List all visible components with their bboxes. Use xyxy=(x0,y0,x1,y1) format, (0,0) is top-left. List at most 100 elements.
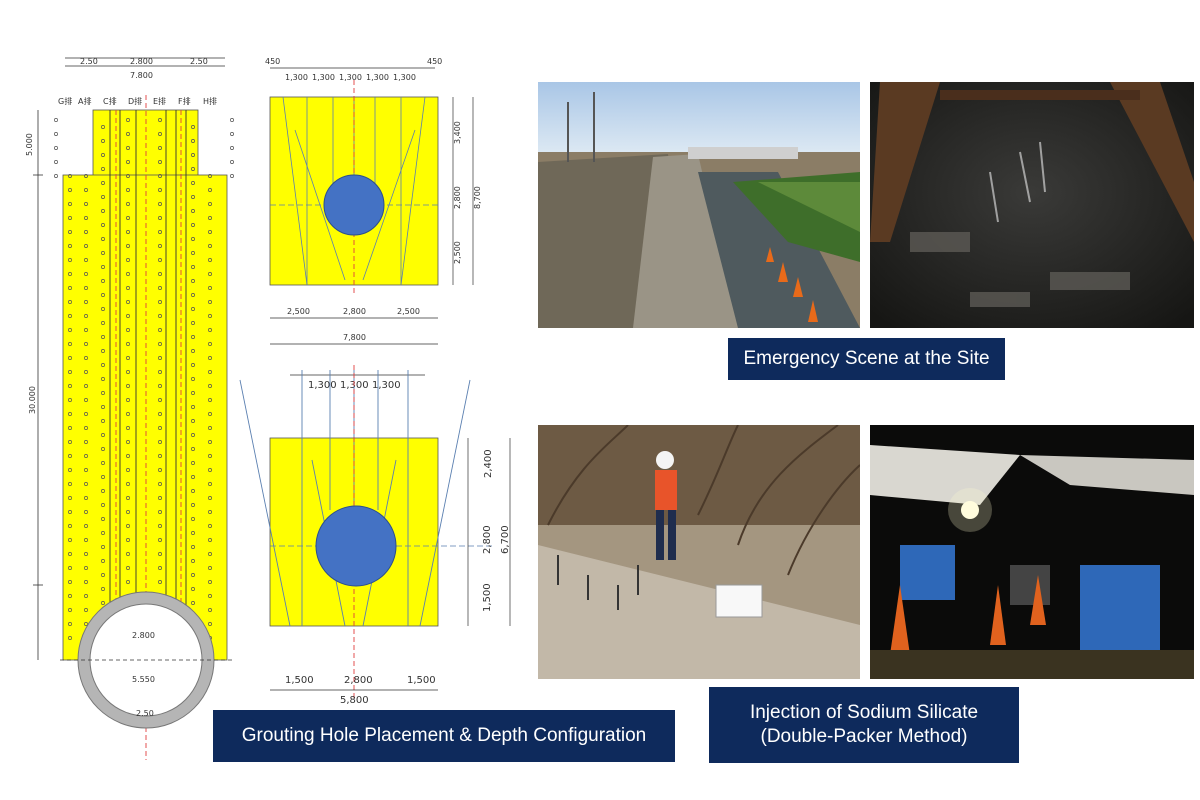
grout-hole-dot xyxy=(191,139,195,143)
grout-hole-dot xyxy=(68,384,72,388)
grout-hole-dot xyxy=(158,202,162,206)
grout-hole-dot xyxy=(68,314,72,318)
grout-hole-dot xyxy=(84,524,88,528)
edge-left-dim: 450 xyxy=(265,57,280,66)
caption-injection: Injection of Sodium Silicate (Double-Pac… xyxy=(709,687,1019,763)
grout-hole-dot xyxy=(68,622,72,626)
bottom-dim-3: 1,500 xyxy=(407,675,436,686)
grout-hole-dot xyxy=(191,377,195,381)
grout-hole-dot xyxy=(68,482,72,486)
grout-hole-dot xyxy=(68,174,72,178)
grout-hole-dot xyxy=(208,552,212,556)
grout-hole-dot xyxy=(208,538,212,542)
grout-hole-dot xyxy=(84,398,88,402)
longitudinal-drawing: 2.50 2.800 2.50 7.800 G排 A排 C排 D排 E排 F排 … xyxy=(25,57,234,760)
grout-hole-dot xyxy=(158,510,162,514)
grout-zone-upper xyxy=(92,109,199,177)
grout-hole-dot xyxy=(84,426,88,430)
grout-hole-dot xyxy=(101,251,105,255)
top-spacing-label: 1,300 xyxy=(312,73,335,82)
grout-hole-dot xyxy=(208,580,212,584)
grout-hole-dot xyxy=(208,482,212,486)
grout-hole-dot xyxy=(68,538,72,542)
grout-hole-dot xyxy=(68,202,72,206)
grout-hole-dot xyxy=(191,475,195,479)
grout-hole-dot xyxy=(84,622,88,626)
grout-hole-dot xyxy=(101,531,105,535)
grout-hole-dot xyxy=(208,188,212,192)
grout-hole-dot xyxy=(191,419,195,423)
grout-hole-dot xyxy=(191,321,195,325)
caption-emergency-scene: Emergency Scene at the Site xyxy=(728,338,1005,380)
grout-hole-dot xyxy=(68,566,72,570)
grout-hole-dot xyxy=(126,510,130,514)
bottom-dim-1: 1,500 xyxy=(285,675,314,686)
grout-hole-dot xyxy=(101,363,105,367)
grout-hole-dot xyxy=(68,580,72,584)
grout-hole-dot xyxy=(191,279,195,283)
row-label: H排 xyxy=(203,96,217,106)
grout-hole-dot xyxy=(84,202,88,206)
grout-hole-dot xyxy=(208,566,212,570)
pipe-inner-dim: 2.800 xyxy=(132,631,155,640)
grout-hole-dot xyxy=(230,160,234,164)
grout-hole-dot xyxy=(208,510,212,514)
grout-hole-dot xyxy=(158,440,162,444)
grout-hole-dot xyxy=(158,132,162,136)
grout-hole-dot xyxy=(191,503,195,507)
grout-hole-dot xyxy=(191,363,195,367)
grout-hole-dot xyxy=(191,405,195,409)
grout-hole-dot xyxy=(158,300,162,304)
grout-hole-dot xyxy=(101,307,105,311)
grout-hole-dot xyxy=(68,454,72,458)
grout-hole-dot xyxy=(126,286,130,290)
grout-hole-dot xyxy=(230,146,234,150)
grout-hole-dot xyxy=(68,356,72,360)
grout-hole-dot xyxy=(191,307,195,311)
grout-hole-dot xyxy=(158,566,162,570)
right-dim-1: 3,400 xyxy=(453,121,462,144)
grout-hole-dot xyxy=(126,524,130,528)
grout-hole-dot xyxy=(84,286,88,290)
photo-night-injection xyxy=(870,425,1194,679)
grout-hole-dot xyxy=(126,538,130,542)
grout-hole-dot xyxy=(101,475,105,479)
grout-hole-dot xyxy=(101,237,105,241)
grout-hole-dot xyxy=(84,608,88,612)
grout-hole-dot xyxy=(101,405,105,409)
top-spacing-label: 1,300 xyxy=(308,380,337,391)
row-label: F排 xyxy=(178,96,191,106)
grout-hole-dot xyxy=(101,153,105,157)
grout-hole-dot xyxy=(230,174,234,178)
grout-hole-dot xyxy=(126,160,130,164)
grout-hole-dot xyxy=(68,188,72,192)
top-spacing-label: 1,300 xyxy=(372,380,401,391)
grout-hole-dot xyxy=(68,636,72,640)
grout-hole-dot xyxy=(208,328,212,332)
grout-hole-dot xyxy=(126,258,130,262)
grout-hole-dot xyxy=(158,468,162,472)
grout-hole-dot xyxy=(101,167,105,171)
caption-line-1: Injection of Sodium Silicate xyxy=(749,702,979,724)
grout-hole-dot xyxy=(158,482,162,486)
grout-hole-dot xyxy=(158,118,162,122)
grout-hole-dot xyxy=(208,426,212,430)
grout-hole-dot xyxy=(68,370,72,374)
top-dim-2: 2.800 xyxy=(130,57,153,66)
grout-hole-dot xyxy=(126,118,130,122)
caption-text: Emergency Scene at the Site xyxy=(743,348,990,370)
grout-hole-dot xyxy=(84,468,88,472)
grout-hole-dot xyxy=(126,132,130,136)
grout-hole-dot xyxy=(84,454,88,458)
grout-hole-dot xyxy=(158,412,162,416)
grout-hole-dot xyxy=(84,188,88,192)
caption-grouting-configuration: Grouting Hole Placement & Depth Configur… xyxy=(213,710,675,762)
grout-hole-dot xyxy=(126,216,130,220)
grout-hole-dot xyxy=(126,314,130,318)
grout-hole-dot xyxy=(208,524,212,528)
grout-hole-dot xyxy=(84,552,88,556)
grout-hole-dot xyxy=(158,146,162,150)
grout-hole-dot xyxy=(68,412,72,416)
grout-hole-dot xyxy=(126,412,130,416)
